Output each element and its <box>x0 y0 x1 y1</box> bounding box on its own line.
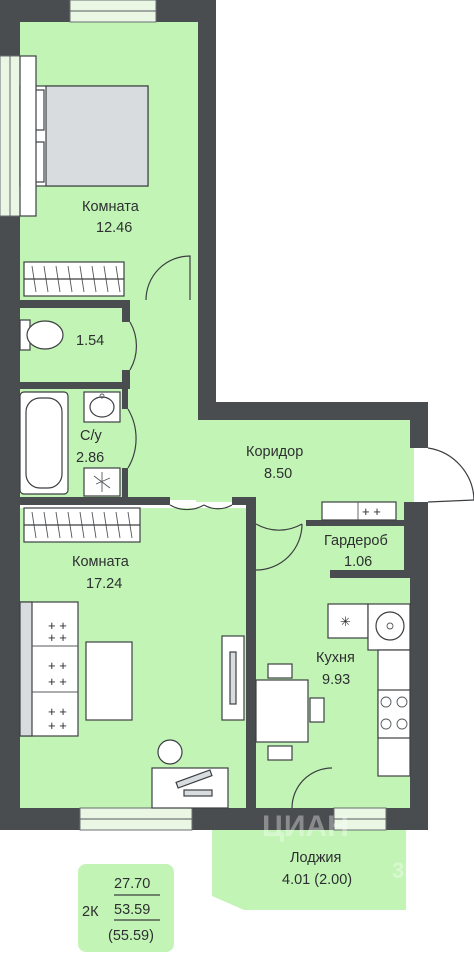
dining-table-icon <box>255 663 325 761</box>
sink-icon <box>83 391 121 423</box>
bed-double <box>19 55 149 217</box>
svg-text:+ +: + + <box>48 618 67 633</box>
svg-text:+ +: + + <box>362 504 381 519</box>
living-area: 27.70 <box>114 876 150 892</box>
watermark-logo: ЦИАН <box>262 810 349 843</box>
area-summary-box: 2К 27.70 53.59 (55.59) <box>78 864 174 952</box>
desk-icon <box>151 739 229 809</box>
svg-text:+ +: + + <box>48 630 67 645</box>
svg-text:+ +: + + <box>48 704 67 719</box>
wc-area: 1.54 <box>76 333 104 349</box>
svg-text:+ +: + + <box>48 674 67 689</box>
apartment-type: 2К <box>82 904 99 920</box>
total-area: 53.59 <box>114 902 150 918</box>
corridor-name: Коридор <box>246 444 303 460</box>
bathtub-icon <box>19 391 69 495</box>
coffee-table-icon <box>85 641 133 721</box>
wardrobe-rack-top <box>23 261 125 297</box>
watermark: ЦИАН 35 <box>262 810 416 883</box>
kitchen-name: Кухня <box>316 650 355 666</box>
loggia-area: 4.01 (2.00) <box>282 872 352 888</box>
washer-icon <box>83 467 121 497</box>
loggia-name: Лоджия <box>290 850 341 866</box>
doors <box>127 255 474 809</box>
total-area-with-loggia: (55.59) <box>108 928 154 944</box>
tv-stand-icon <box>221 635 245 721</box>
wardrobe-name: Гардероб <box>324 533 388 549</box>
bedroom-top-area: 12.46 <box>96 220 132 236</box>
wardrobe-rack-bottom <box>23 507 141 543</box>
bedroom-bottom-area: 17.24 <box>86 576 122 592</box>
bedroom-top-name: Комната <box>82 199 140 215</box>
corridor-floor <box>196 420 414 502</box>
toilet-icon <box>19 319 64 351</box>
bedroom-bottom-name: Комната <box>72 554 130 570</box>
bathroom-name: С/у <box>80 428 103 444</box>
svg-text:+ +: + + <box>48 718 67 733</box>
bathroom-area: 2.86 <box>76 450 104 466</box>
watermark-code: 35 <box>392 858 416 883</box>
wardrobe-area: 1.06 <box>344 554 372 570</box>
room-labels: Комната 12.46 1.54 С/у 2.86 Коридор 8.50… <box>72 199 388 888</box>
svg-text:✳: ✳ <box>340 614 351 629</box>
corridor-area: 8.50 <box>264 466 292 482</box>
loggia-floor <box>212 830 406 910</box>
kitchen-area: 9.93 <box>322 672 350 688</box>
room-floors <box>20 22 414 910</box>
stove-icon <box>377 689 411 739</box>
svg-text:+ +: + + <box>48 658 67 673</box>
sofa-icon: + + + + + + + + + + + + <box>19 601 79 737</box>
shelf-icon: + + <box>321 501 397 521</box>
